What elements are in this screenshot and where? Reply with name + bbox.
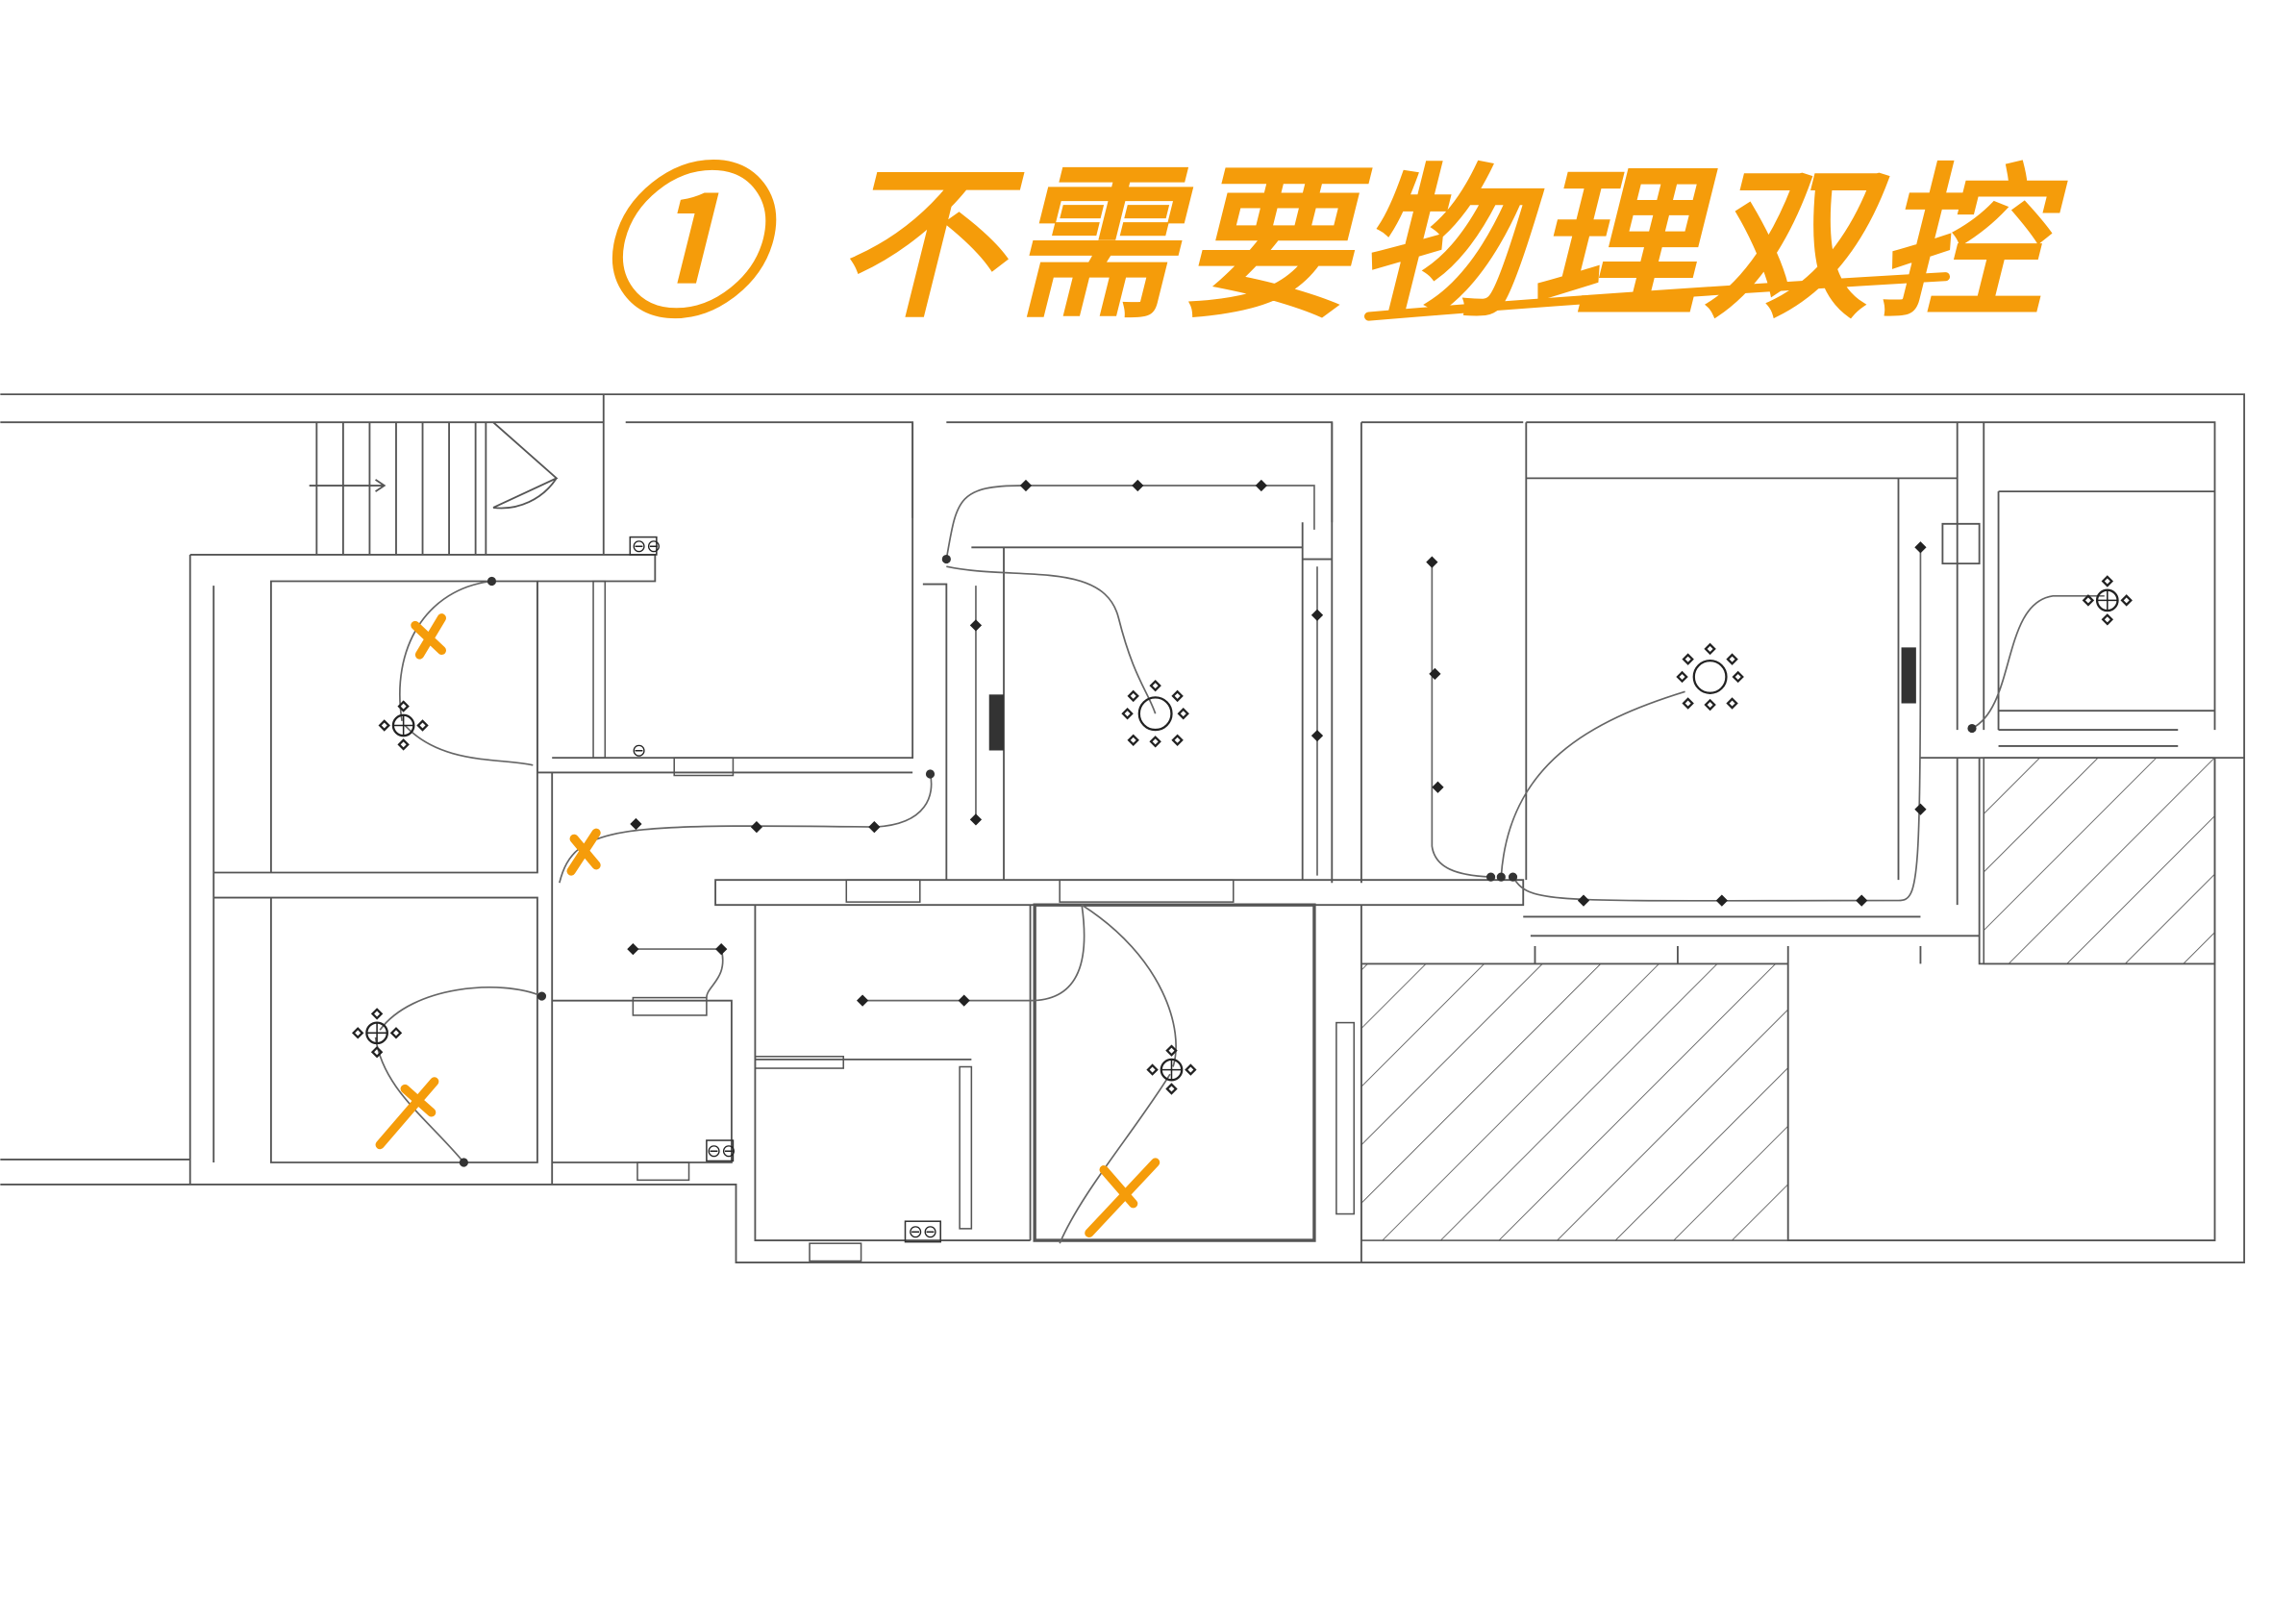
socket-icons: ⊖⊖ ⊖⊖ ⊖⊖ ⊖: [629, 536, 941, 1243]
staircase: [309, 421, 559, 555]
hatched-area-left: [1360, 962, 1789, 1241]
ceiling-lamp: [2083, 575, 2133, 626]
svg-text:⊖⊖: ⊖⊖: [707, 1141, 736, 1161]
annotation-title: ① 不需要物理双控: [596, 148, 2068, 341]
switch-points: [459, 479, 1977, 1167]
svg-text:⊖⊖: ⊖⊖: [909, 1222, 938, 1242]
hatched-area-right: [1983, 757, 2216, 965]
radiator: [1901, 647, 1916, 704]
radiator: [988, 694, 1005, 751]
wall-bricks: [592, 580, 1356, 1262]
cross-marks: [375, 613, 1160, 1238]
svg-text:⊖: ⊖: [632, 741, 646, 762]
wiring: [374, 485, 2105, 1244]
annotation-underline: [1363, 272, 1951, 321]
ceiling-lamp: [378, 700, 429, 751]
walls: [0, 393, 2246, 1263]
ceiling-lamp: [1146, 1044, 1197, 1095]
chandelier: [1676, 643, 1744, 711]
svg-text:⊖⊖: ⊖⊖: [632, 537, 661, 557]
